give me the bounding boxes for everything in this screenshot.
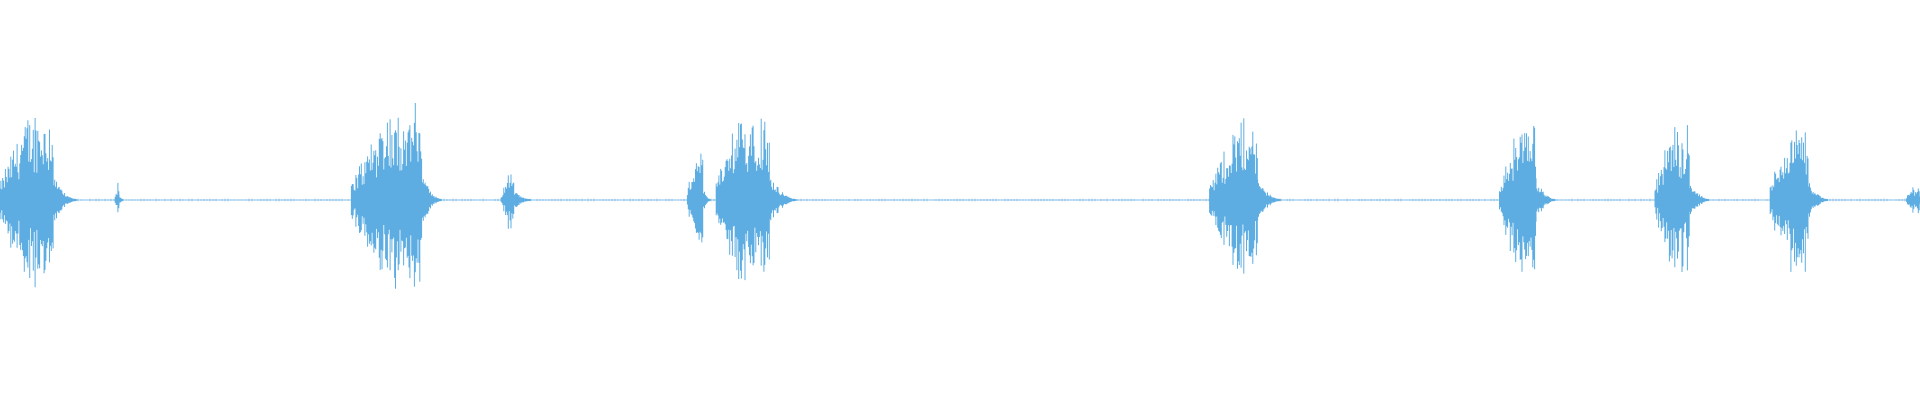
waveform-burst-7 bbox=[1209, 118, 1281, 274]
waveform-burst-5 bbox=[686, 153, 711, 243]
waveform-burst-4 bbox=[500, 174, 531, 229]
waveform-burst-1 bbox=[0, 118, 77, 288]
waveform-burst-6 bbox=[715, 118, 797, 281]
waveform-burst-8 bbox=[1499, 126, 1556, 272]
waveform-bursts bbox=[0, 103, 1920, 289]
waveform-burst-9 bbox=[1654, 125, 1709, 272]
waveform-burst-2 bbox=[114, 182, 124, 213]
waveform-noise-floor bbox=[0, 198, 1918, 202]
waveform-burst-3 bbox=[350, 103, 442, 289]
waveform-burst-11 bbox=[1906, 187, 1920, 214]
